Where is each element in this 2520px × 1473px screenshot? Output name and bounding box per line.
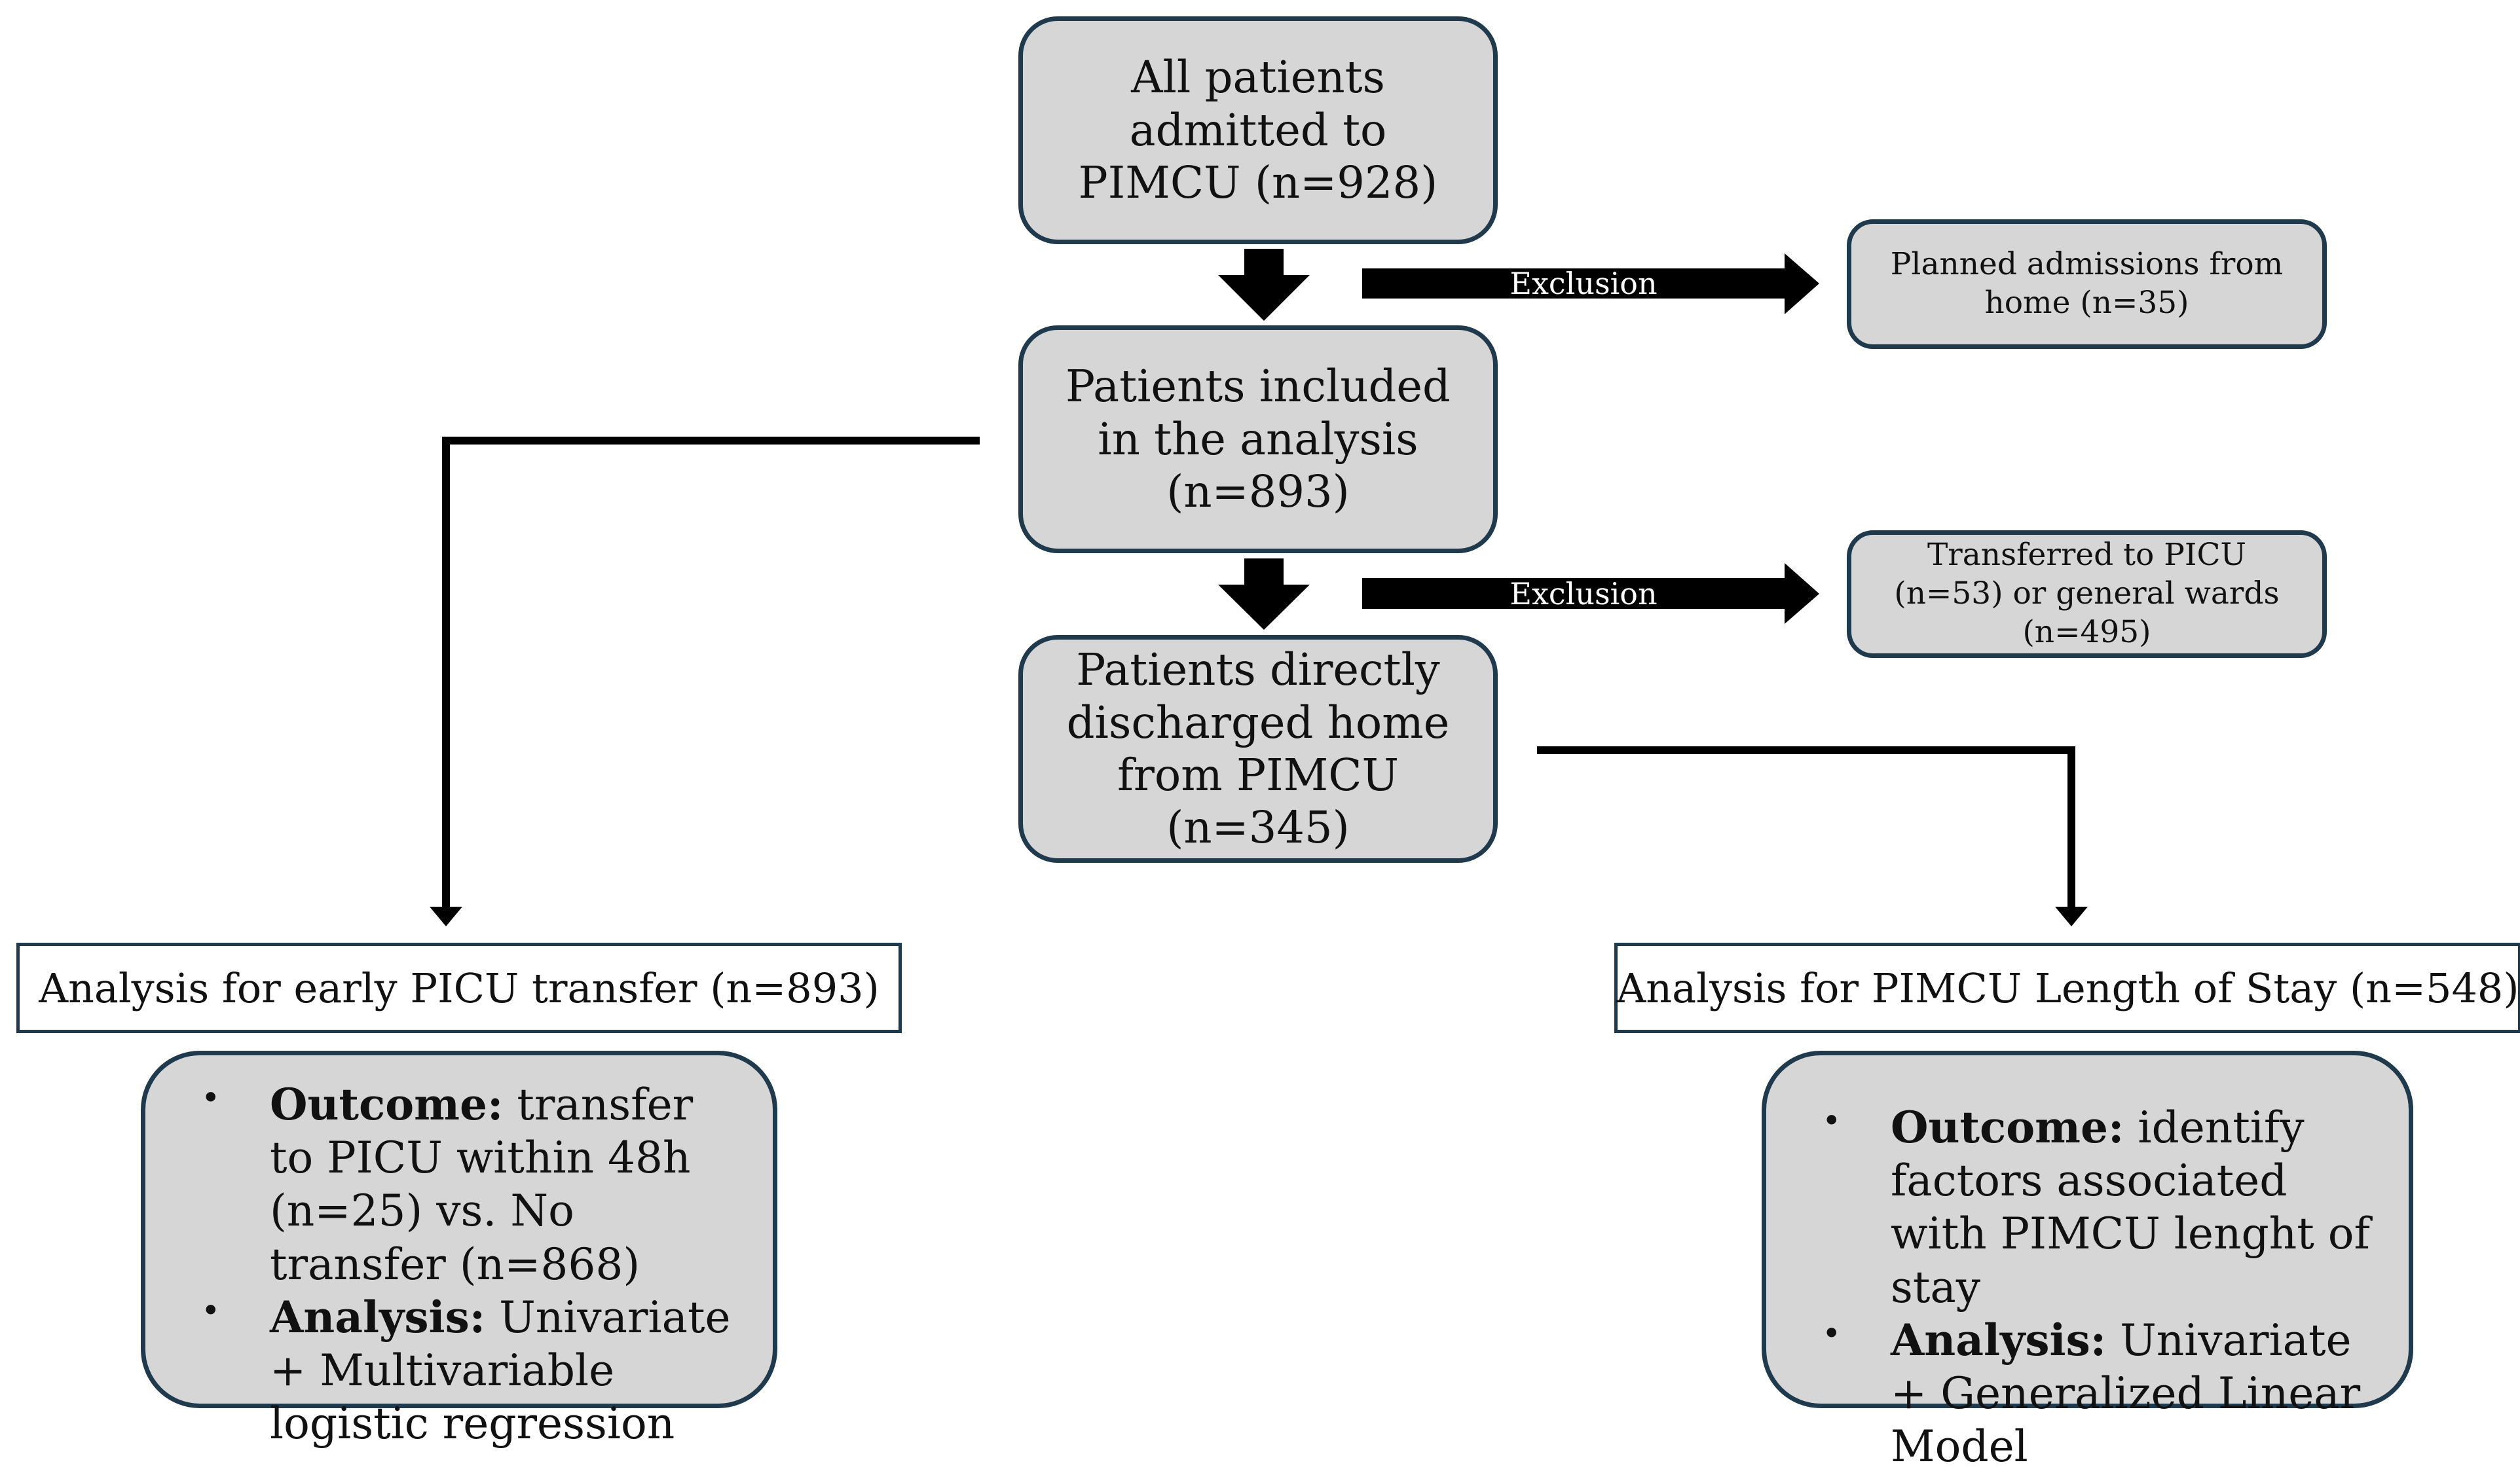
bullet-icon: •	[201, 1291, 221, 1330]
list-item: • Outcome: transfer to PICU within 48h (…	[172, 1078, 747, 1291]
early-picu-analysis-title: Analysis for early PICU transfer (n=893)	[39, 964, 880, 1012]
all-patients-text: All patients admitted to PIMCU (n=928)	[1078, 52, 1438, 209]
right-branch-connector	[1537, 746, 2075, 910]
exclusion-planned-text: Planned admissions from home (n=35)	[1890, 246, 2284, 321]
exclusion-box-transferred: Transferred to PICU (n=53) or general wa…	[1847, 530, 2327, 658]
left-branch-connector	[442, 437, 980, 910]
item-heading: Analysis:	[1891, 1314, 2107, 1366]
item-text: identify factors associated with PIMCU l…	[1891, 1102, 2370, 1313]
included-patients-box: Patients included in the analysis (n=893…	[1018, 325, 1498, 553]
bullet-icon: •	[201, 1079, 221, 1117]
length-of-stay-analysis-header: Analysis for PIMCU Length of Stay (n=548…	[1614, 943, 2520, 1033]
down-arrow-1	[1218, 249, 1310, 321]
list-item: • Analysis: Univariate + Multivariable l…	[172, 1291, 747, 1451]
length-of-stay-analysis-title: Analysis for PIMCU Length of Stay (n=548…	[1616, 964, 2519, 1012]
left-branch-arrowhead	[430, 907, 462, 926]
item-heading: Analysis:	[270, 1291, 486, 1343]
discharged-patients-text: Patients directly discharged home from P…	[1066, 644, 1450, 854]
length-of-stay-details-box: • Outcome: identify factors associated w…	[1762, 1051, 2413, 1472]
list-item: • Outcome: identify factors associated w…	[1792, 1101, 2382, 1314]
all-patients-box: All patients admitted to PIMCU (n=928)	[1018, 16, 1498, 244]
early-picu-analysis-header: Analysis for early PICU transfer (n=893)	[16, 943, 902, 1033]
discharged-patients-box: Patients directly discharged home from P…	[1018, 635, 1498, 863]
bullet-icon: •	[1822, 1102, 1842, 1140]
included-patients-text: Patients included in the analysis (n=893…	[1065, 361, 1451, 518]
item-heading: Outcome:	[270, 1079, 504, 1130]
list-item: • Analysis: Univariate + Generalized Lin…	[1792, 1314, 2382, 1473]
flow-connectors	[430, 249, 2088, 926]
exclusion-box-planned: Planned admissions from home (n=35)	[1847, 219, 2327, 349]
exclusion-arrow-1	[1362, 253, 1819, 314]
item-text: transfer to PICU within 48h (n=25) vs. N…	[270, 1080, 694, 1290]
length-of-stay-details-list: • Outcome: identify factors associated w…	[1792, 1101, 2382, 1473]
early-picu-details-list: • Outcome: transfer to PICU within 48h (…	[172, 1078, 747, 1450]
exclusion-arrow-2	[1362, 563, 1819, 624]
exclusion-label-2: Exclusion	[1510, 576, 1658, 611]
down-arrow-2	[1218, 558, 1310, 630]
bullet-icon: •	[1822, 1314, 1842, 1353]
early-picu-details-box: • Outcome: transfer to PICU within 48h (…	[141, 1051, 777, 1449]
exclusion-transferred-text: Transferred to PICU (n=53) or general wa…	[1894, 537, 2280, 650]
right-branch-arrowhead	[2055, 907, 2088, 926]
exclusion-label-1: Exclusion	[1510, 266, 1658, 301]
item-heading: Outcome:	[1891, 1102, 2124, 1153]
